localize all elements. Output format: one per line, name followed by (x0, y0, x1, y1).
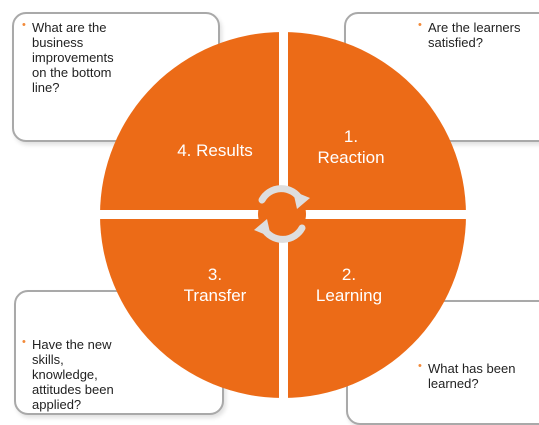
callout-transfer-line: applied? (32, 397, 82, 412)
quadrant-learning-label: 2. Learning (294, 264, 404, 306)
quadrant-learning-text: Learning (315, 286, 383, 305)
callout-learning-bullet: • (418, 360, 422, 372)
quadrant-results-text: Results (196, 141, 253, 160)
callout-results-line: line? (32, 80, 60, 95)
quadrant-reaction-text: Reaction (317, 148, 385, 167)
quadrant-results-label: 4. Results (152, 140, 278, 161)
callout-results-line: business (32, 35, 84, 50)
callout-results-text: What are the business improvements on th… (32, 20, 132, 95)
callout-transfer-line: knowledge, (32, 367, 98, 382)
callout-results-line: What are the (32, 20, 107, 35)
quadrant-results-number: 4. (177, 141, 192, 160)
quadrant-transfer-label: 3. Transfer (160, 264, 270, 306)
quadrant-reaction-label: 1. Reaction (296, 126, 406, 168)
callout-reaction-text: Are the learners satisfied? (428, 20, 536, 50)
callout-transfer-line: attitudes been (32, 382, 114, 397)
callout-transfer-text: Have the new skills, knowledge, attitude… (32, 337, 142, 412)
callout-results-bullet: • (22, 19, 26, 31)
callout-learning-line: learned? (428, 376, 479, 391)
callout-learning-text: What has been learned? (428, 361, 536, 391)
callout-results-line: improvements (32, 50, 114, 65)
quadrant-reaction-number: 1. (343, 127, 359, 146)
quadrant-transfer-number: 3. (207, 265, 223, 284)
callout-results-line: on the bottom (32, 65, 112, 80)
quadrant-transfer-text: Transfer (183, 286, 247, 305)
callout-transfer-bullet: • (22, 336, 26, 348)
callout-transfer-line: Have the new (32, 337, 112, 352)
cycle-arrows-icon (254, 185, 310, 243)
callout-reaction-bullet: • (418, 19, 422, 31)
callout-reaction-line: Are the learners (428, 20, 521, 35)
quadrant-learning-number: 2. (341, 265, 357, 284)
callout-learning-line: What has been (428, 361, 516, 376)
callout-reaction-line: satisfied? (428, 35, 483, 50)
callout-transfer-line: skills, (32, 352, 64, 367)
